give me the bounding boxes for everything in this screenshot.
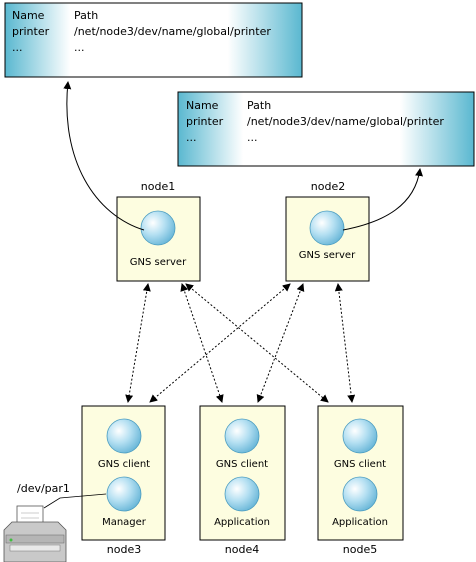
link-node2-node5 [334, 283, 356, 403]
node1-label: node1 [141, 180, 175, 193]
application-process-icon [342, 476, 378, 512]
gns-server-process-icon [140, 210, 176, 246]
node5-label: node5 [343, 543, 377, 556]
gns-client-process-icon [224, 418, 260, 454]
table2-row2-name: ... [186, 131, 197, 144]
application-process-icon [224, 476, 260, 512]
device-label: /dev/par1 [17, 482, 70, 495]
gns-client-process-icon [342, 418, 378, 454]
node2-to-table2-arrow [342, 168, 423, 231]
link-node1-node5 [185, 283, 329, 403]
link-node1-node4 [180, 283, 224, 403]
table2-header-name: Name [186, 99, 219, 112]
table2-row2-path: ... [247, 131, 258, 144]
link-node1-node3 [125, 283, 151, 403]
node2-process-label: GNS server [299, 250, 356, 261]
manager-process-icon [106, 476, 142, 512]
table1-row1-path: /net/node3/dev/name/global/printer [74, 25, 271, 38]
table1-header-path: Path [74, 9, 98, 22]
node3-box: GNS client Manager [81, 405, 166, 541]
table1-row1-name: printer [12, 25, 50, 38]
table1-row2-name: ... [12, 41, 23, 54]
gns-client-process-icon [106, 418, 142, 454]
node3-label: node3 [107, 543, 141, 556]
printer-icon [3, 505, 67, 562]
device-connection-line [43, 493, 107, 509]
table2-header-path: Path [247, 99, 271, 112]
link-node2-node4 [256, 283, 305, 403]
node3-client-label: GNS client [98, 459, 150, 470]
gns-server-process-icon [309, 210, 345, 246]
link-node2-node3 [149, 283, 291, 403]
node2-label: node2 [311, 180, 345, 193]
node5-box: GNS client Application [317, 405, 404, 541]
node5-app-label: Application [332, 517, 388, 528]
node2-box: GNS server [285, 196, 370, 282]
name-table-1: Name Path printer /net/node3/dev/name/gl… [4, 2, 303, 78]
node4-label: node4 [225, 543, 259, 556]
node3-manager-label: Manager [102, 517, 147, 528]
node1-process-label: GNS server [130, 257, 187, 268]
node4-box: GNS client Application [199, 405, 286, 541]
table1-row2-path: ... [74, 41, 85, 54]
table1-header-name: Name [12, 9, 45, 22]
node1-to-table1-arrow [63, 81, 145, 231]
table2-row1-name: printer [186, 115, 224, 128]
node5-client-label: GNS client [334, 459, 386, 470]
node4-client-label: GNS client [216, 459, 268, 470]
client-server-links [125, 283, 356, 403]
node4-app-label: Application [214, 517, 270, 528]
node1-box: GNS server [116, 196, 201, 282]
name-table-2: Name Path printer /net/node3/dev/name/gl… [177, 91, 475, 167]
table2-row1-path: /net/node3/dev/name/global/printer [247, 115, 444, 128]
